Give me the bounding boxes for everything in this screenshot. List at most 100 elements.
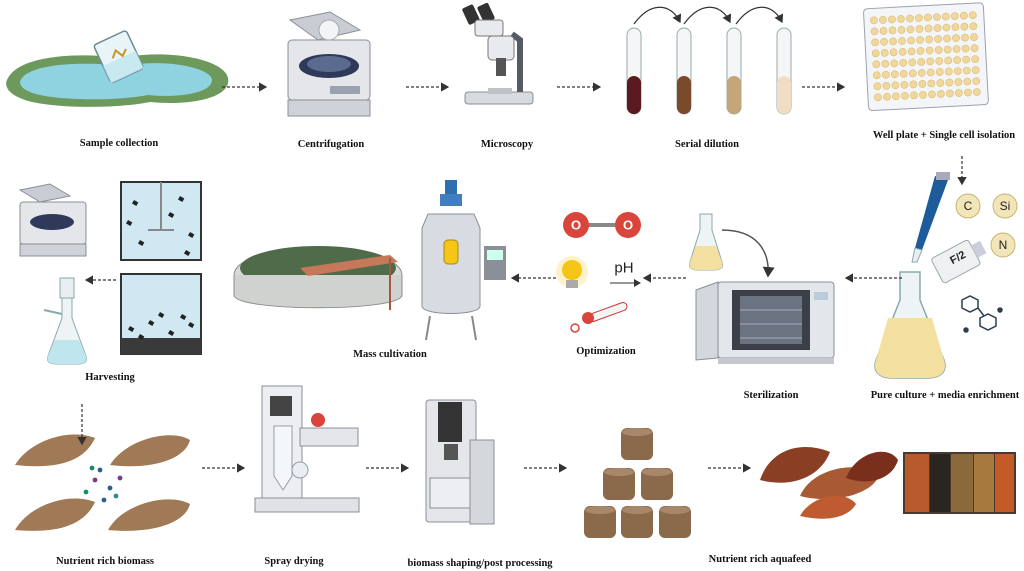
well — [962, 66, 971, 75]
well — [891, 81, 900, 90]
biomass-particle — [184, 250, 191, 256]
feed-pellet — [659, 506, 691, 538]
well — [879, 16, 887, 24]
well — [889, 48, 898, 57]
well — [925, 35, 933, 44]
well — [944, 67, 953, 76]
well — [892, 92, 900, 101]
nutrient-dot — [117, 475, 123, 481]
biomass-particle — [128, 326, 135, 332]
spray-dryer-illustration — [254, 385, 360, 513]
small-centrifuge-icon — [18, 183, 87, 257]
biomass-particle — [138, 240, 145, 246]
culture-flask-illustration — [874, 271, 946, 379]
well — [906, 14, 914, 23]
biomass-particle — [138, 333, 145, 340]
biomass-particle — [179, 314, 187, 320]
beaker-icon — [93, 30, 144, 84]
nutrient-dot — [97, 467, 103, 473]
feed-pellet — [621, 506, 653, 538]
well — [924, 24, 933, 33]
label-serial-dilution: Serial dilution — [675, 139, 739, 150]
well — [943, 45, 952, 54]
shaping-machine-illustration — [425, 399, 495, 525]
nutrient-dot — [107, 485, 113, 491]
feed-pellet — [584, 506, 616, 538]
centrifuge-illustration — [287, 11, 371, 117]
well — [880, 38, 888, 46]
well — [872, 71, 881, 80]
well — [898, 37, 906, 45]
well — [871, 38, 879, 47]
well — [937, 90, 945, 98]
tube-2 — [676, 27, 692, 115]
well — [901, 91, 909, 100]
well — [927, 79, 936, 88]
well — [890, 59, 899, 68]
label-biomass-shaping: biomass shaping/post processing — [407, 558, 553, 569]
nutrient-dot — [89, 465, 95, 471]
settling-tank-top — [120, 181, 202, 261]
well — [916, 36, 924, 44]
f2-medium-bottle-icon — [931, 239, 987, 284]
well — [880, 48, 889, 57]
well — [874, 93, 882, 102]
feed-pellet — [641, 468, 673, 500]
label-nutrient-biomass: Nutrient rich biomass — [56, 556, 154, 567]
well — [928, 90, 936, 99]
well — [970, 33, 978, 41]
pellet-top — [642, 468, 672, 476]
well — [888, 26, 897, 35]
feed-pellet — [621, 428, 653, 460]
well — [935, 68, 944, 76]
well — [890, 70, 899, 79]
thermometer-icon — [570, 302, 628, 333]
filtration-flask-icon — [43, 277, 87, 365]
well — [900, 81, 909, 89]
well — [961, 44, 970, 53]
well — [881, 70, 890, 79]
label-sample-collection: Sample collection — [79, 138, 159, 149]
well — [918, 80, 927, 88]
well — [897, 26, 906, 34]
biomass-particle — [168, 211, 175, 218]
well — [909, 80, 918, 89]
nutrient-dot — [92, 477, 98, 483]
well — [915, 25, 924, 33]
well — [897, 15, 905, 23]
pellet-top — [604, 468, 634, 476]
well — [871, 49, 880, 58]
well — [924, 13, 932, 22]
tube-4 — [776, 27, 792, 115]
well-plate-illustration — [863, 2, 989, 112]
well — [971, 55, 979, 63]
pond-illustration — [6, 30, 229, 107]
well — [889, 37, 897, 46]
symbol-oxygen-right: O — [622, 217, 634, 233]
well — [907, 36, 915, 45]
well — [953, 67, 962, 75]
well — [962, 55, 970, 64]
well — [946, 89, 954, 98]
bioreactor-illustration — [421, 180, 506, 341]
small-flask-icon — [689, 213, 723, 271]
well — [969, 22, 978, 31]
well — [917, 69, 926, 77]
nutrient-dot — [83, 489, 89, 495]
feed-pellets-stack — [584, 428, 691, 538]
autoclave-illustration — [695, 281, 835, 364]
well — [926, 68, 935, 77]
label-mass-cultivation: Mass cultivation — [353, 349, 427, 360]
well — [933, 13, 941, 21]
well — [915, 14, 923, 22]
well — [951, 23, 960, 31]
tube-3 — [726, 27, 742, 115]
well — [910, 91, 918, 100]
well — [960, 22, 969, 31]
well — [952, 45, 961, 53]
aquafeed-strips — [903, 452, 1016, 514]
well — [899, 70, 908, 78]
well — [870, 27, 879, 36]
well — [942, 23, 951, 32]
element-silicon-icon — [992, 193, 1018, 219]
